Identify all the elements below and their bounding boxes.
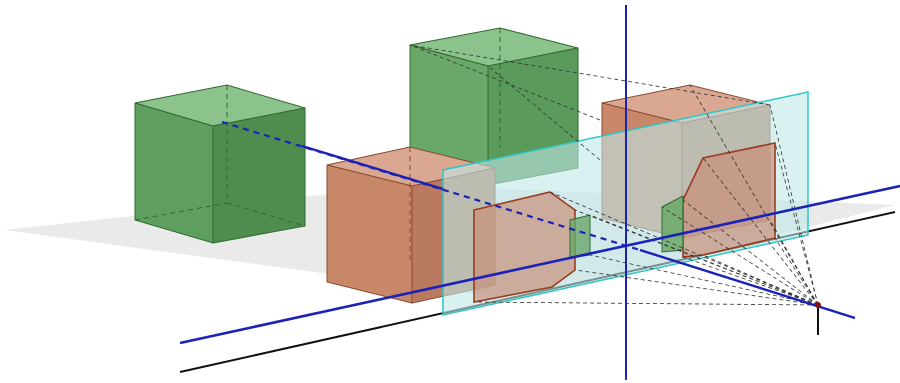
projection-rays xyxy=(409,44,819,306)
blue-base-axis xyxy=(179,184,900,345)
eye-point xyxy=(815,302,821,308)
horizon-line-dashed xyxy=(221,120,641,252)
horizon-line-left xyxy=(301,144,444,191)
green-cube-left xyxy=(134,84,306,244)
